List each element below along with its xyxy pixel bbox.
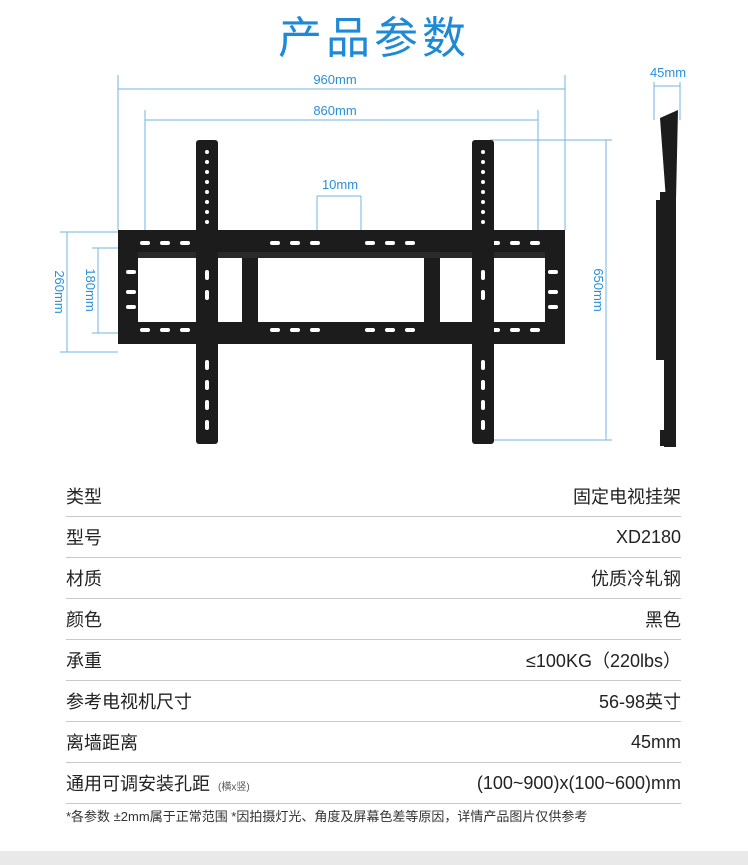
product-dimension-diagram: 960mm 860mm 10mm 45mm 260mm 180mm 650mm — [52, 65, 686, 447]
spec-row-tv-size: 参考电视机尺寸 56-98英寸 — [66, 681, 681, 722]
spec-row-color: 颜色 黑色 — [66, 599, 681, 640]
wall-plate — [118, 230, 565, 344]
spec-value: (100~900)x(100~600)mm — [476, 772, 681, 793]
spec-row-load: 承重 ≤100KG（220lbs） — [66, 640, 681, 681]
spec-label: 型号 — [66, 528, 102, 548]
spec-row-material: 材质 优质冷轧钢 — [66, 558, 681, 599]
spec-value: ≤100KG（220lbs） — [526, 651, 681, 671]
spec-label: 类型 — [66, 487, 102, 507]
dim-height-frame: 260mm — [52, 270, 67, 313]
side-profile — [656, 110, 678, 447]
spec-label: 颜色 — [66, 610, 102, 630]
spec-label-note: (横x竖) — [218, 782, 250, 793]
spec-row-model: 型号 XD2180 — [66, 517, 681, 558]
spec-row-hole-pattern: 通用可调安装孔距 (横x竖) (100~900)x(100~600)mm — [66, 763, 681, 804]
spec-value: 黑色 — [645, 610, 681, 630]
dim-slot-gap: 10mm — [322, 177, 358, 192]
spec-value: 56-98英寸 — [598, 692, 681, 712]
dim-width-total: 960mm — [313, 72, 356, 87]
spec-value: 优质冷轧钢 — [591, 569, 681, 589]
dim-height-arm: 650mm — [591, 268, 606, 311]
spec-label: 参考电视机尺寸 — [66, 692, 192, 712]
spec-row-wall-distance: 离墙距离 45mm — [66, 722, 681, 763]
bottom-bar — [0, 851, 748, 865]
disclaimer-note: *各参数 ±2mm属于正常范围 *因拍摄灯光、角度及屏幕色差等原因，详情产品图片… — [66, 809, 588, 824]
spec-table: 类型 固定电视挂架 型号 XD2180 材质 优质冷轧钢 颜色 黑色 承重 ≤1… — [66, 476, 681, 804]
dim-height-holes: 180mm — [83, 268, 98, 311]
spec-label: 通用可调安装孔距 (横x竖) — [66, 770, 250, 796]
spec-value: 45mm — [630, 731, 681, 752]
dim-width-holes: 860mm — [313, 103, 356, 118]
spec-value: 固定电视挂架 — [573, 487, 681, 507]
spec-value: XD2180 — [615, 526, 681, 547]
dim-depth: 45mm — [650, 65, 686, 80]
page-title: 产品参数 — [278, 14, 470, 63]
spec-label: 离墙距离 — [66, 733, 138, 753]
spec-label: 承重 — [66, 651, 102, 671]
spec-label: 材质 — [66, 569, 102, 589]
spec-row-type: 类型 固定电视挂架 — [66, 476, 681, 517]
spec-label-text: 通用可调安装孔距 — [66, 774, 210, 794]
